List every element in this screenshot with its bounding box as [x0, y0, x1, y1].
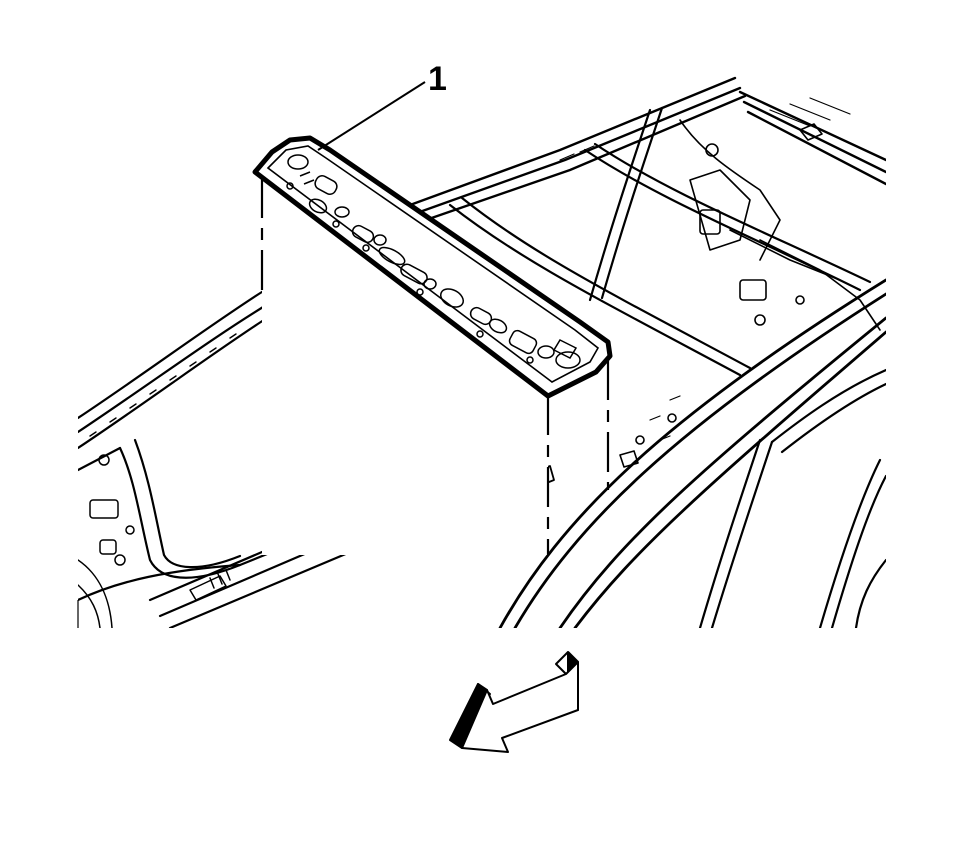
front-direction-arrow-icon — [449, 651, 579, 753]
reinforcement-holes — [286, 154, 581, 369]
callout-1: 1 — [317, 60, 447, 151]
rear-structure — [559, 97, 881, 468]
callout-leader-line — [317, 81, 426, 151]
callout-label: 1 — [428, 60, 447, 98]
right-body-side — [498, 278, 886, 628]
roof-bows — [448, 106, 872, 377]
roof-panel-reinforcement — [252, 135, 613, 555]
left-roof-rail — [78, 288, 272, 450]
roof-rails — [408, 76, 886, 224]
right-door-opening — [698, 368, 886, 628]
